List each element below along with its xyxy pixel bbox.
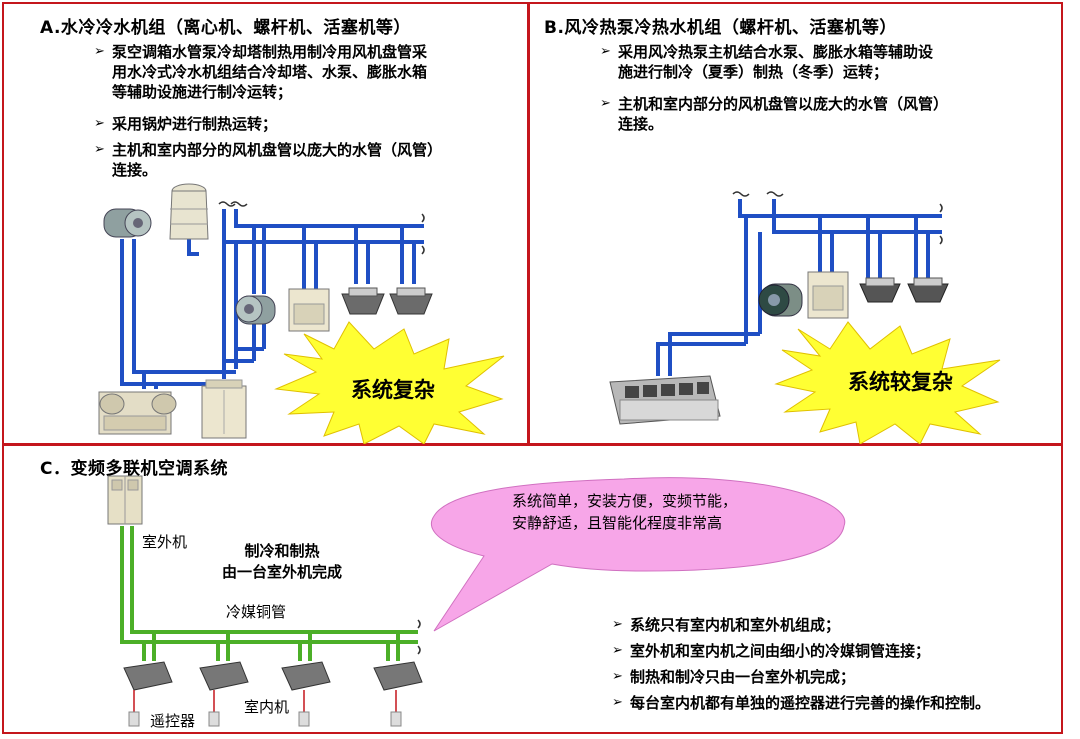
pump-icon [235,295,276,325]
outdoor-unit-label: 室外机 [142,533,188,551]
water-chiller-icon [98,391,177,435]
panel-b-bullet-1: ➢ 采用风冷热泵主机结合水泵、膨胀水箱等辅助设 施进行制冷（夏季）制热（冬季）运… [600,43,934,81]
bullet-arrow-icon: ➢ [612,695,623,710]
panel-water-cooled-chiller: A.水冷冷水机组（离心机、螺杆机、活塞机等） ➢ 泵空调箱水管泵冷却塔制热用制冷… [2,2,529,445]
panel-b-diagram [609,191,1001,445]
cassette-unit-icon [907,277,949,303]
bullet-arrow-icon: ➢ [612,669,623,684]
refrigerant-pipe-network [120,526,418,661]
panel-vrf-system: C．变频多联机空调系统 [2,444,1063,734]
bullet-arrow-icon: ➢ [94,142,105,157]
expansion-tank-icon [807,271,849,319]
indoor-unit-icon [199,661,249,727]
indoor-unit-icon [373,661,423,727]
complexity-burst [274,321,505,445]
heat-pump-unit-icon [609,375,721,425]
indoor-unit-icon [123,661,173,727]
panel-a-bullet-2: ➢ 采用锅炉进行制热运转； [94,115,278,133]
indoor-unit-icon [281,661,331,727]
panel-c-bullets: ➢系统只有室内机和室外机组成； ➢室外机和室内机之间由细小的冷媒铜管连接； ➢制… [612,612,1060,716]
panel-b-title: B.风冷热泵冷热水机组（螺杆机、活塞机等） [544,18,897,38]
bullet-arrow-icon: ➢ [600,44,611,59]
cassette-unit-icon [341,287,385,315]
panel-a-title: A.水冷冷水机组（离心机、螺杆机、活塞机等） [40,18,411,38]
cassette-unit-icon [389,287,433,315]
boiler-icon [201,379,247,439]
pipe-break-icon [732,191,943,245]
panel-a-bullet-3: ➢ 主机和室内部分的风机盘管以庞大的水管（风管） 连接。 [94,141,443,179]
outdoor-unit-icon [107,475,143,525]
refrigerant-pipe-label: 冷媒铜管 [226,603,287,621]
remote-controller-label: 遥控器 [150,712,196,730]
fan-coil-unit-icon [288,288,330,332]
panel-b-bullet-2: ➢ 主机和室内部分的风机盘管以庞大的水管（风管） 连接。 [600,95,949,133]
bullet-arrow-icon: ➢ [612,643,623,658]
center-description: 制冷和制热 由一台室外机完成 [222,542,343,581]
complexity-burst [774,321,1001,445]
panel-c-bullet-1: ➢系统只有室内机和室外机组成； [612,612,1060,638]
cooling-tower-icon [169,183,209,240]
panel-c-diagram [107,475,846,727]
pipe-break-icon [218,201,425,255]
bullet-arrow-icon: ➢ [612,617,623,632]
panel-c-bullet-4: ➢每台室内机都有单独的遥控器进行完善的操作和控制。 [612,690,1060,716]
panel-c-bullet-2: ➢室外机和室内机之间由细小的冷媒铜管连接； [612,638,1060,664]
pump-icon [758,283,803,317]
pipe-break-icon [417,619,421,655]
pump-icon [103,208,152,238]
cassette-unit-icon [859,277,901,303]
bullet-arrow-icon: ➢ [600,96,611,111]
panel-air-cooled-heat-pump: B.风冷热泵冷热水机组（螺杆机、活塞机等） ➢ 采用风冷热泵主机结合水泵、膨胀水… [528,2,1063,445]
bullet-arrow-icon: ➢ [94,116,105,131]
panel-a-diagram [98,183,505,445]
feature-speech-bubble [431,477,846,632]
indoor-unit-label: 室内机 [244,698,290,716]
panel-c-title: C．变频多联机空调系统 [40,459,228,479]
burst-label-complex: 系统复杂 [351,378,435,402]
bubble-text: 系统简单，安装方便，变频节能， 安静舒适，且智能化程度非常高 [512,492,738,532]
panel-c-bullet-3: ➢制热和制冷只由一台室外机完成； [612,664,1060,690]
burst-label-fairly-complex: 系统较复杂 [848,370,953,394]
water-pipe-network [656,199,942,376]
bullet-arrow-icon: ➢ [94,44,105,59]
panel-a-bullet-1: ➢ 泵空调箱水管泵冷却塔制热用制冷用风机盘管采 用水冷式冷水机组结合冷却塔、水泵… [94,43,428,101]
